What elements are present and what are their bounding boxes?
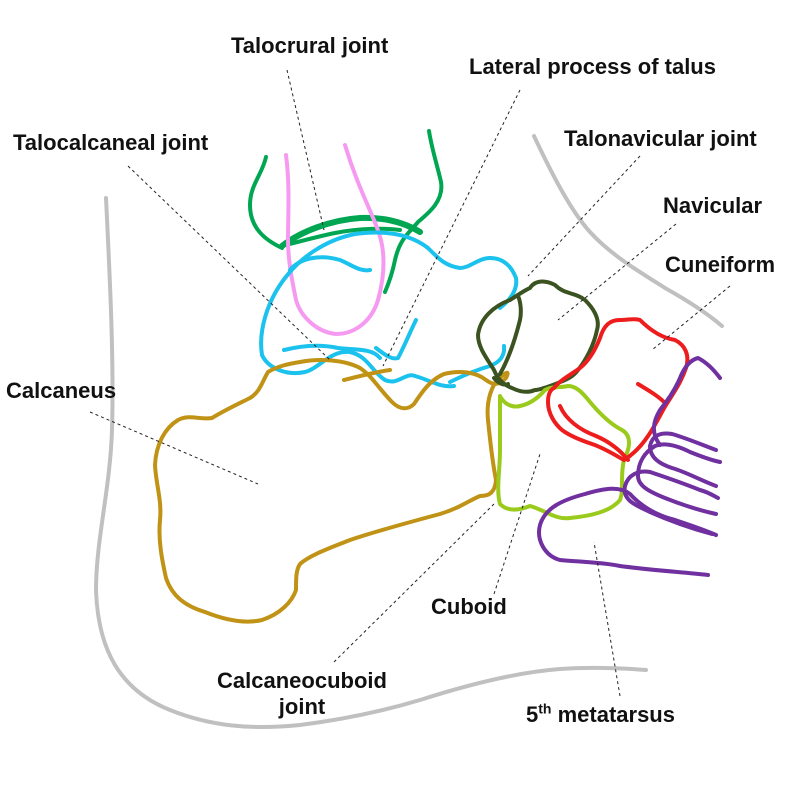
leader-fifth-metatarsus [593, 541, 621, 697]
leader-talonavicular-joint [527, 155, 641, 277]
cuneiform-inner-line-1 [558, 404, 630, 462]
calcaneus-posterior-facet [342, 368, 392, 382]
calcaneus-outline [153, 358, 510, 624]
leader-lateral-process-of-talus [382, 89, 521, 367]
cuneiform-outline [546, 317, 690, 462]
label-fifth-metatarsus: 5th metatarsus [526, 702, 675, 728]
talus-lateral-process [282, 318, 418, 361]
leader-cuneiform [651, 285, 731, 351]
metatarsus-4th-outline [622, 469, 720, 536]
label-calcaneocuboid-joint-line2: joint [278, 694, 326, 719]
label-navicular: Navicular [663, 193, 763, 218]
tibia-outline [284, 143, 386, 336]
leader-talocalcaneal-joint [127, 165, 331, 361]
label-lateral-process-of-talus: Lateral process of talus [469, 54, 716, 79]
leader-calcaneus [89, 411, 259, 485]
leader-calcaneocuboid-joint [333, 503, 495, 663]
label-fifth-metatarsus-number: 5 [526, 702, 539, 727]
navicular-outline [476, 279, 600, 394]
leader-talocrural-joint [286, 69, 325, 231]
metatarsus-5th-outline [537, 486, 718, 577]
label-cuboid: Cuboid [431, 594, 507, 619]
label-fifth-metatarsus-suffix: th [538, 700, 552, 717]
cuneiform-inner-line-2 [636, 382, 666, 404]
metatarsus-2nd-outline [648, 356, 722, 488]
skin-outline-dorsum [532, 134, 724, 328]
fibula-talocrural-surface [279, 214, 423, 249]
label-fifth-metatarsus-word: metatarsus [551, 702, 675, 727]
label-talocrural-joint: Talocrural joint [231, 33, 389, 58]
label-talocalcaneal-joint: Talocalcaneal joint [13, 130, 209, 155]
navicular-lower-edge [492, 294, 523, 387]
talus-dome [288, 255, 372, 273]
fibula-inner [284, 226, 402, 247]
label-talonavicular-joint: Talonavicular joint [564, 126, 757, 151]
label-calcaneocuboid-joint: Calcaneocuboid joint [204, 668, 400, 720]
skin-outline-posterior [94, 196, 648, 730]
fibula-outline [248, 129, 444, 294]
label-calcaneocuboid-joint-line1: Calcaneocuboid [217, 668, 387, 693]
label-calcaneus: Calcaneus [6, 378, 117, 403]
leader-navicular [557, 223, 677, 321]
label-cuneiform: Cuneiform [665, 252, 775, 277]
metatarsus-3rd-outline [636, 442, 722, 516]
leader-cuboid [493, 453, 541, 595]
talus-outline [259, 230, 519, 389]
